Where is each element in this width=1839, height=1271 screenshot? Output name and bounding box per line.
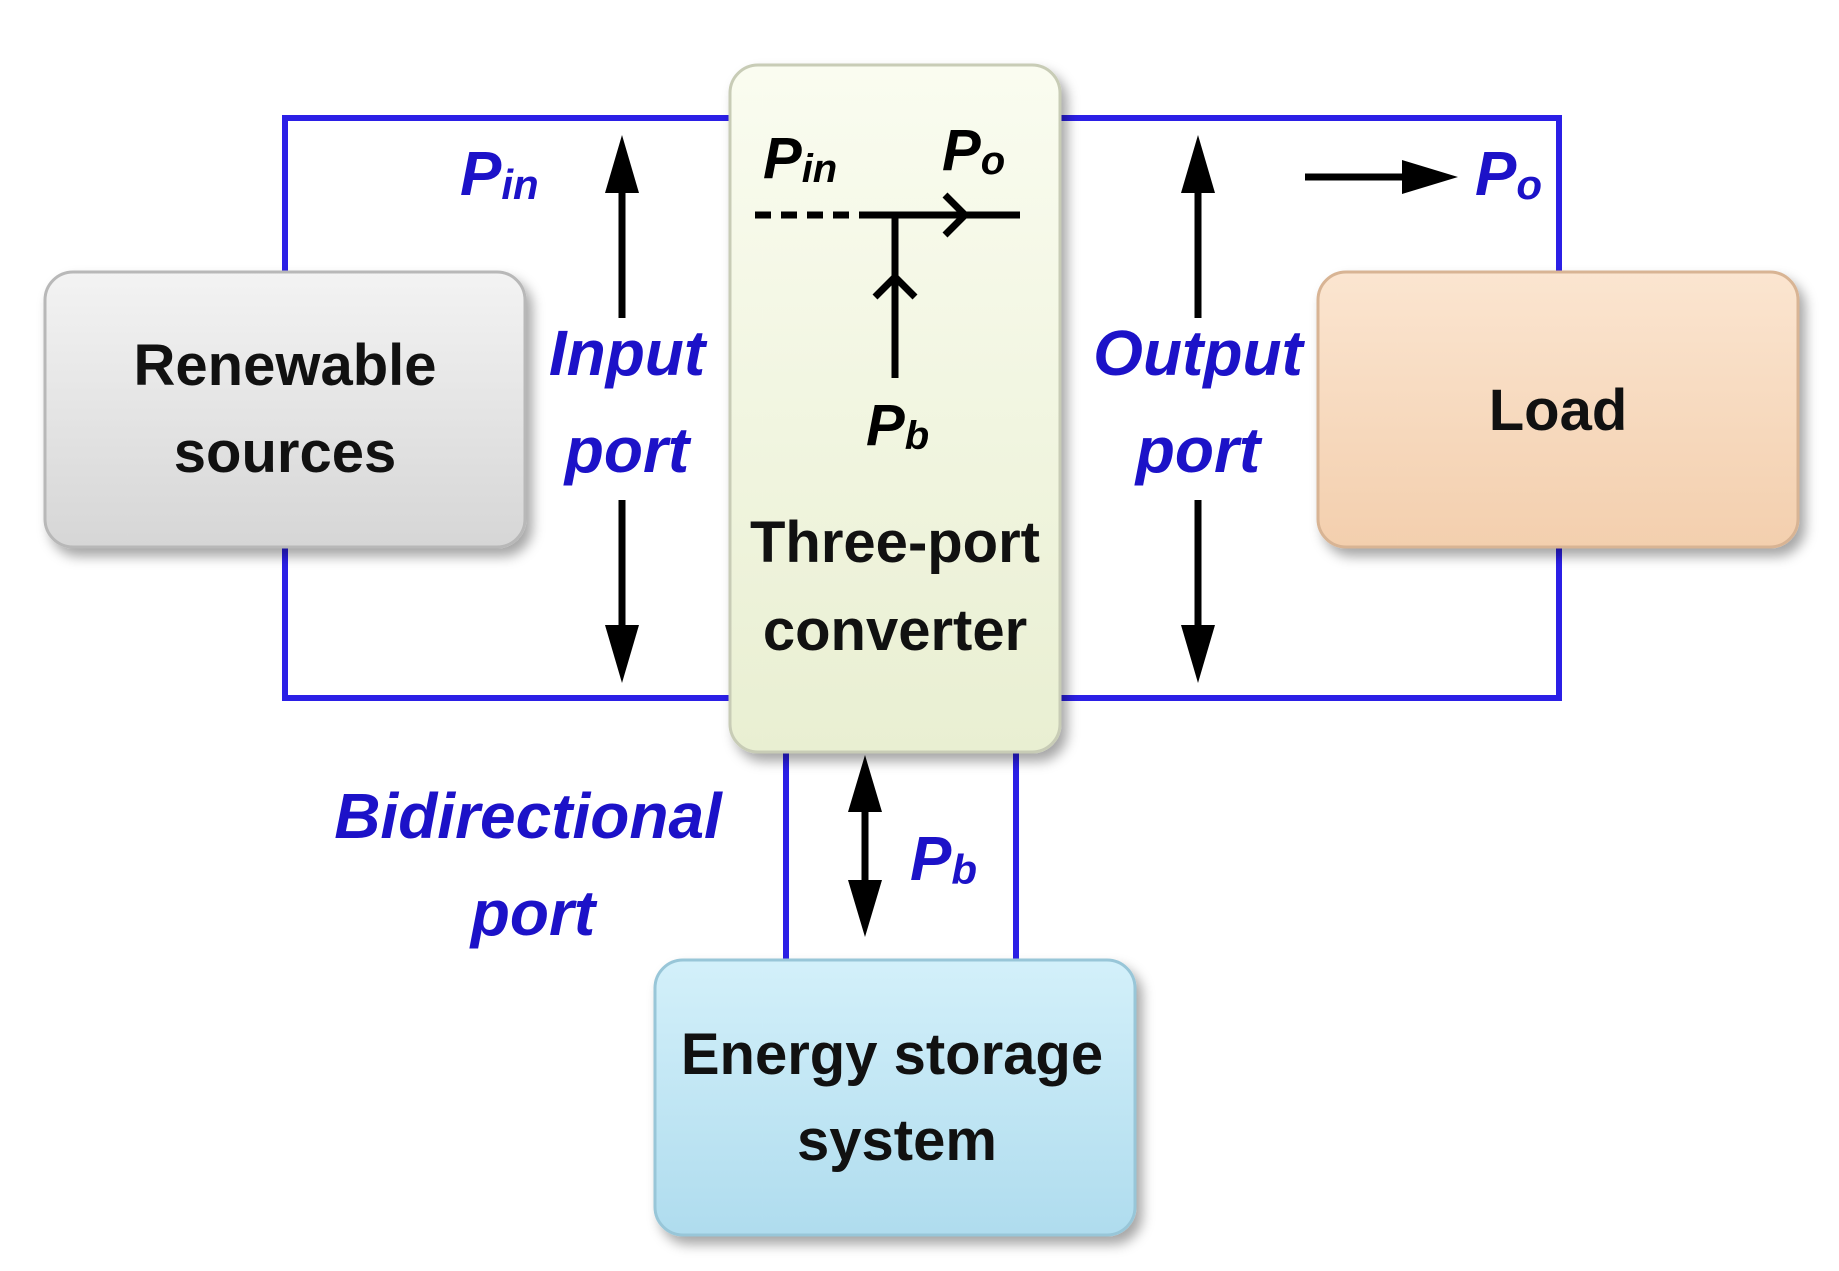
p-b-inner-symbol: P xyxy=(866,393,905,458)
converter-label-line1: Three-port xyxy=(750,510,1040,575)
renewable-block: Renewable sources xyxy=(43,270,527,549)
storage-label-line1: Energy storage xyxy=(681,1022,1103,1087)
p-in-left-subscript: in xyxy=(501,161,538,208)
converter-block: Three-port converter xyxy=(728,63,1062,754)
wires xyxy=(282,115,1562,960)
converter-label-line2: converter xyxy=(763,598,1027,663)
po-right-arrow-head xyxy=(1402,160,1458,194)
wire-input-bottom xyxy=(282,546,736,701)
inner-pb-chevron xyxy=(872,272,918,300)
storage-arrow-down-head xyxy=(848,880,882,937)
wire-output-bottom xyxy=(1060,546,1562,701)
p-in-left-label: Pin xyxy=(460,140,539,209)
p-o-right-subscript: o xyxy=(1516,161,1542,208)
input-port-label-line2: port xyxy=(563,414,692,486)
load-label: Load xyxy=(1489,378,1628,443)
input-arrow-up-head xyxy=(605,135,639,193)
input-port-label-line1: Input xyxy=(549,317,708,389)
output-port-label-line1: Output xyxy=(1093,317,1305,389)
renewable-label-line2: sources xyxy=(174,420,396,485)
p-o-right-symbol: P xyxy=(1475,140,1517,209)
storage-block: Energy storage system xyxy=(653,958,1137,1237)
bidirectional-port-label-line1: Bidirectional xyxy=(334,780,723,852)
input-arrow-down-head xyxy=(605,625,639,683)
power-labels-converter: Pin Po Pb xyxy=(763,118,1005,458)
output-port-label-line2: port xyxy=(1134,414,1263,486)
p-b-inner-subscript: b xyxy=(905,414,929,458)
renewable-label-line1: Renewable xyxy=(134,333,437,398)
storage-label-line2: system xyxy=(797,1108,997,1173)
p-o-right-label: Po xyxy=(1475,140,1542,209)
p-in-inner-label: Pin xyxy=(763,126,837,191)
p-in-inner-subscript: in xyxy=(802,147,838,191)
arrows xyxy=(605,135,1458,937)
output-arrow-up-head xyxy=(1181,135,1215,193)
p-o-inner-label: Po xyxy=(942,118,1005,183)
p-b-bottom-subscript: b xyxy=(951,846,977,893)
output-arrow-down-head xyxy=(1181,625,1215,683)
p-o-inner-symbol: P xyxy=(942,118,981,183)
p-in-left-symbol: P xyxy=(460,140,502,209)
p-b-inner-label: Pb xyxy=(866,393,929,458)
wire-input-top xyxy=(282,115,736,272)
bidirectional-port-label-line2: port xyxy=(469,877,598,949)
port-labels: Input port Output port Bidirectional por… xyxy=(334,317,1305,949)
p-b-bottom-symbol: P xyxy=(910,825,952,894)
load-block: Load xyxy=(1316,270,1800,549)
p-o-inner-subscript: o xyxy=(981,139,1005,183)
wire-output-top xyxy=(1060,115,1562,272)
inner-po-chevron xyxy=(942,192,970,238)
p-in-inner-symbol: P xyxy=(763,126,802,191)
p-b-bottom-label: Pb xyxy=(910,825,977,894)
power-labels-blue: Pin Po Pb xyxy=(460,140,1542,894)
storage-arrow-up-head xyxy=(848,755,882,812)
